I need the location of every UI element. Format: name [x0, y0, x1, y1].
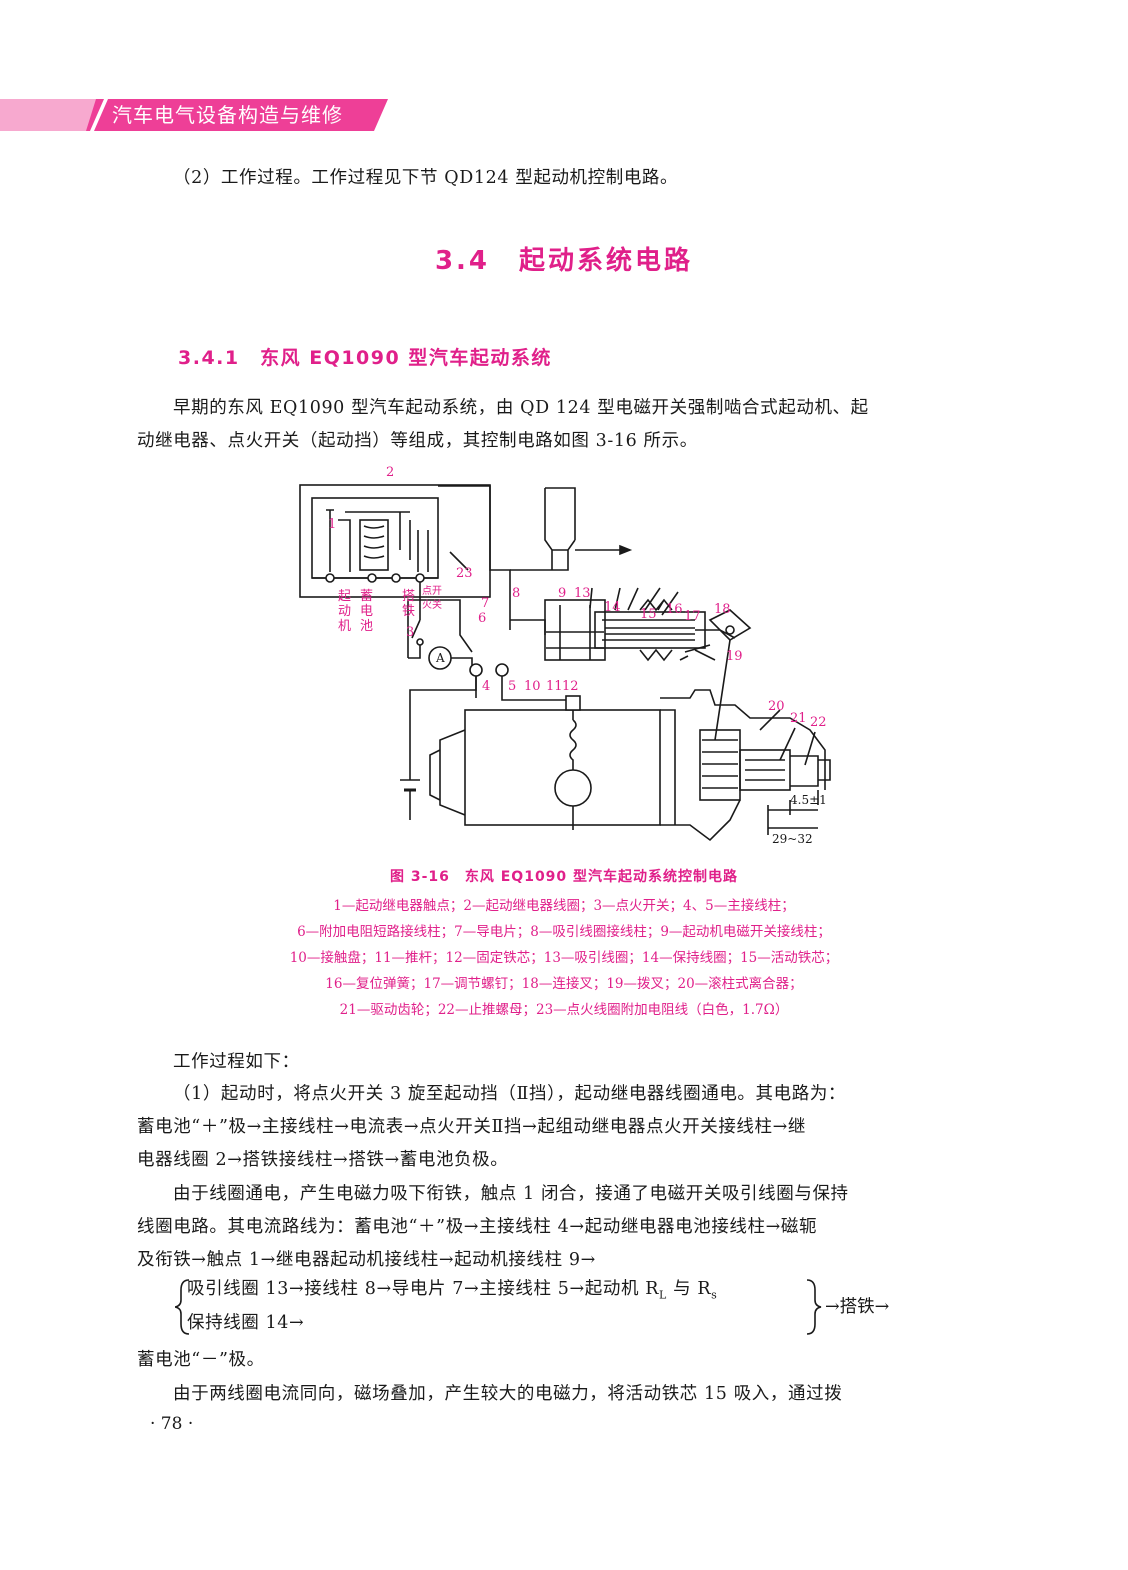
label-ground-1: 搭: [402, 588, 415, 604]
dimension-4-5: 4.5±1: [790, 793, 827, 807]
label-16: 16: [666, 602, 683, 617]
label-15: 15: [640, 607, 657, 622]
figure-legend-line-3: 10—接触盘；11—推杆；12—固定铁芯；13—吸引线圈；14—保持线圈；15—…: [289, 950, 839, 966]
paragraph-3-line-4: 蓄电池“－”极。: [137, 1350, 265, 1370]
label-battery-2: 电: [360, 604, 373, 619]
label-12: 12: [562, 679, 579, 694]
label-4: 4: [482, 679, 490, 694]
label-battery-1: 蓄: [360, 589, 373, 604]
figure-legend-line-4: 16—复位弹簧；17—调节螺钉；18—连接叉；19—拨叉；20—滚柱式离合器；: [325, 976, 803, 992]
figure-legend-line-2: 6—附加电阻短路接线柱；7—导电片；8—吸引线圈接线柱；9—起动机电磁开关接线柱…: [297, 924, 831, 940]
subsection-title: 3.4.1 东风 EQ1090 型汽车起动系统: [178, 347, 552, 369]
paragraph-1-line-2: 动继电器、点火开关（起动挡）等组成，其控制电路如图 3-16 所示。: [137, 431, 698, 451]
paragraph-2-line-1: （1）起动时，将点火开关 3 旋至起动挡（Ⅱ挡），起动继电器线圈通电。其电路为：: [173, 1084, 847, 1104]
brace-line-2: 保持线圈 14→: [187, 1313, 305, 1333]
label-13: 13: [574, 586, 591, 601]
figure-caption: 图 3-16 东风 EQ1090 型汽车起动系统控制电路: [389, 869, 739, 885]
brace-line-1-mid: 与 R: [666, 1279, 712, 1299]
label-starter-1: 起: [338, 589, 351, 604]
figure-legend-line-1: 1—起动继电器触点；2—起动继电器线圈；3—点火开关；4、5—主接线柱；: [333, 898, 795, 914]
paragraph-4-line-1: 由于两线圈电流同向，磁场叠加，产生较大的电磁力，将活动铁芯 15 吸入，通过拨: [173, 1384, 843, 1404]
paragraph-2-line-3: 电器线圈 2→搭铁接线柱→搭铁→蓄电池负极。: [137, 1150, 509, 1170]
paragraph-3-line-1: 由于线圈通电，产生电磁力吸下衔铁，触点 1 闭合，接通了电磁开关吸引线圈与保持: [173, 1184, 849, 1204]
label-ammeter: A: [435, 651, 445, 665]
label-ign-switch-1: 点开: [422, 585, 442, 597]
label-11: 11: [546, 679, 563, 694]
brace-right-text: →搭铁→: [825, 1297, 890, 1317]
label-ign-switch-2: 火关: [422, 598, 442, 611]
paragraph-3-line-3: 及衔铁→触点 1→继电器起动机接线柱→起动机接线柱 9→: [137, 1250, 596, 1270]
label-20: 20: [768, 699, 785, 714]
label-battery-3: 池: [360, 619, 373, 634]
label-2: 2: [386, 465, 394, 480]
label-ground-2: 铁: [402, 604, 415, 619]
label-7: 7: [481, 596, 489, 611]
label-18: 18: [714, 602, 731, 617]
label-8: 8: [512, 586, 520, 601]
label-1: 1: [328, 517, 336, 532]
header-band: [0, 99, 388, 131]
section-title: 3.4 起动系统电路: [434, 246, 694, 276]
label-6: 6: [478, 611, 486, 626]
label-3: 3: [406, 625, 414, 640]
circuit-diagram: 2 1 23 起 动 机 蓄 电 池 搭 铁 点开 火关 3 A 7 6 8 9…: [299, 465, 831, 846]
brace-subscript-s: s: [711, 1288, 718, 1302]
figure-legend-line-5: 21—驱动齿轮；22—止推螺母；23—点火线圈附加电阻线（白色，1.7Ω）: [339, 1002, 789, 1018]
current-path-brace: 吸引线圈 13→接线柱 8→导电片 7→主接线柱 5→起动机 RL 与 Rs 保…: [175, 1272, 935, 1342]
running-header-title: 汽车电气设备构造与维修: [112, 103, 343, 127]
label-5: 5: [508, 679, 516, 694]
page-number: · 78 ·: [150, 1414, 194, 1434]
paragraph-1-line-1: 早期的东风 EQ1090 型汽车起动系统，由 QD 124 型电磁开关强制啮合式…: [173, 398, 869, 418]
brace-line-1: 吸引线圈 13→接线柱 8→导电片 7→主接线柱 5→起动机 RL 与 Rs: [187, 1274, 717, 1311]
label-21: 21: [790, 711, 807, 726]
work-process-intro: 工作过程如下：: [173, 1052, 300, 1072]
paragraph-3-line-2: 线圈电路。其电流路线为：蓄电池“＋”极→主接线柱 4→起动继电器电池接线柱→磁轭: [137, 1217, 818, 1237]
label-14: 14: [604, 600, 621, 615]
label-9: 9: [558, 586, 566, 601]
circuit-figure: 2 1 23 起 动 机 蓄 电 池 搭 铁 点开 火关 3 A 7 6 8 9…: [290, 460, 850, 864]
label-starter-2: 动: [338, 604, 351, 619]
label-17: 17: [684, 609, 701, 624]
label-10: 10: [524, 679, 541, 694]
label-23: 23: [456, 566, 473, 581]
label-19: 19: [726, 649, 743, 664]
paragraph-2-line-2: 蓄电池“＋”极→主接线柱→电流表→点火开关Ⅱ挡→起组动继电器点火开关接线柱→继: [137, 1117, 807, 1137]
brace-subscript-l: L: [659, 1288, 667, 1302]
dimension-29-32: 29~32: [772, 832, 813, 846]
brace-line-1-text: 吸引线圈 13→接线柱 8→导电片 7→主接线柱 5→起动机 R: [187, 1279, 660, 1299]
label-22: 22: [810, 715, 827, 730]
label-starter-3: 机: [338, 619, 351, 634]
paragraph-intro: （2）工作过程。工作过程见下节 QD124 型起动机控制电路。: [173, 168, 679, 188]
